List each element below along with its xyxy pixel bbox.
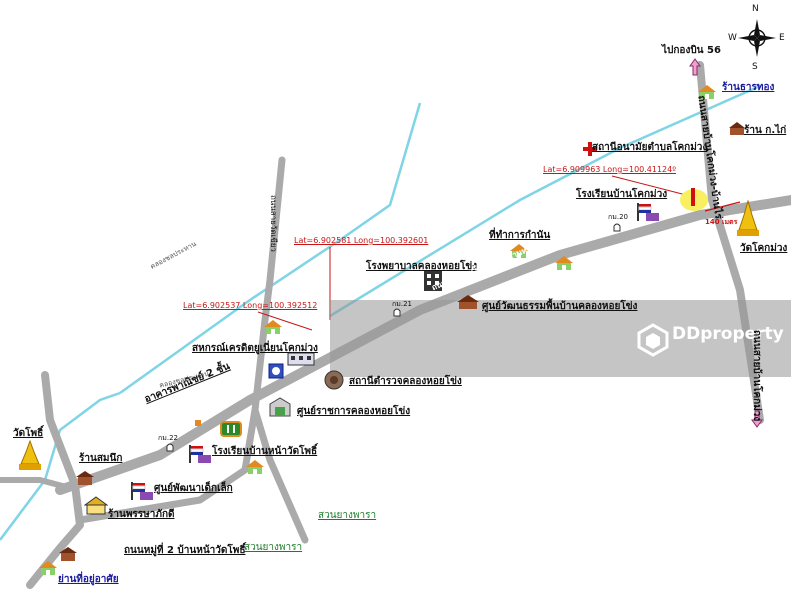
compass-e: E: [779, 33, 785, 43]
child-center-icon: [131, 482, 153, 500]
gov-center-icon: [269, 397, 291, 417]
label-phakdee-shop: ร้านพรรษาภักดี: [108, 509, 175, 520]
temple-icon: [737, 200, 759, 236]
police-station-icon: [324, 370, 344, 390]
label-hospital: โรงพยาบาลคลองหอยโข่ง: [366, 261, 478, 272]
phakdee-shop-icon: [84, 496, 108, 515]
canal-branch: [329, 84, 761, 318]
coord-line-1: [611, 175, 691, 197]
label-police: สถานีตำรวจคลองหอยโข่ง: [349, 376, 462, 387]
compass-s: S: [752, 62, 758, 72]
label-school-wat-phon: โรงเรียนบ้านหน้าวัดโพธิ์: [212, 446, 318, 457]
label-health-station: สถานีอนามัยตำบลโคกม่วง: [592, 142, 708, 153]
down-arrow-icon: [751, 410, 763, 428]
label-upper-mid-road: ถนนสายวัดเขียว: [269, 195, 278, 252]
label-distance: 140 เมตร: [705, 218, 738, 226]
temple-icon: [19, 440, 41, 470]
sign-board-icon: [220, 421, 242, 437]
school-icon: [189, 445, 211, 463]
label-district-office: ที่ทำการกำนัน: [489, 230, 551, 241]
compass-icon: [738, 19, 776, 57]
label-right-road-lower: ถนนสายบ้านโคกม่วง: [751, 330, 762, 422]
distance-arrow: [704, 201, 741, 212]
compass-n: N: [752, 4, 759, 14]
coord-line-3: [257, 311, 313, 331]
label-wat-phon: วัดโพธิ์: [13, 428, 44, 439]
label-wat-khok-muang: วัดโคกม่วง: [740, 243, 788, 254]
label-residence: ย่านที่อยู่อาศัย: [58, 574, 119, 585]
label-rubber-1: สวนยางพารา: [318, 510, 377, 521]
red-cross-icon: [583, 142, 597, 156]
lower-loop-road: [76, 406, 259, 524]
shop-icon: [59, 547, 77, 561]
up-arrow-icon: [689, 58, 701, 76]
label-road-moo2: ถนนหมู่ที่ 2 บ้านหน้าวัดโพธิ์: [124, 545, 246, 556]
cultural-house-icon: [457, 295, 479, 309]
label-coord-2: Lat=6.902581 Long=100.392601: [294, 236, 429, 245]
km-post-icon: [613, 223, 621, 232]
label-coord-3: Lat=6.902537 Long=100.392512: [183, 301, 318, 310]
house-icon: [39, 561, 57, 575]
upper-mid-road: [251, 156, 309, 544]
label-coop: สหกรณ์เครดิตยูเนี่ยนโคกม่วง: [192, 343, 318, 354]
label-coord-1: Lat=6.909963 Long=100.41124º: [543, 165, 677, 174]
label-school-khok-muang: โรงเรียนบ้านโคกม่วง: [576, 189, 668, 200]
label-km22: กม.22: [158, 434, 178, 442]
school-icon: [637, 203, 659, 221]
house-icon: [264, 320, 282, 334]
coop-building-icon: [287, 352, 315, 366]
house-icon: [510, 244, 528, 258]
marker-dot-icon: [195, 420, 201, 426]
coop-logo-icon: [268, 363, 284, 379]
label-rubber-2: สวนยางพารา: [244, 542, 303, 553]
canal-upper: [119, 102, 422, 395]
label-gold-shop: ร้านธารทอง: [722, 82, 775, 93]
hospital-building-icon: [424, 271, 442, 291]
compass-w: W: [728, 33, 737, 43]
shop-icon: [76, 471, 94, 485]
label-child-center: ศูนย์พัฒนาเด็กเล็ก: [154, 483, 233, 494]
km-post-icon: [166, 443, 174, 452]
km-post-icon: [393, 308, 401, 317]
label-culture-center: ศูนย์วัฒนธรรมพื้นบ้านคลองหอยโข่ง: [482, 301, 638, 312]
left-road: [26, 371, 84, 589]
house-icon: [555, 256, 573, 270]
wat-phon-road: [0, 477, 73, 491]
canal-lower: [0, 391, 121, 541]
house-icon: [698, 85, 716, 99]
watermark-band: [330, 300, 791, 377]
property-marker-icon: [680, 188, 708, 211]
label-shop-ko: ร้าน ก.ไก่: [744, 125, 787, 136]
label-airbase: ไปกองบิน 56: [662, 45, 721, 56]
label-km21: กม.21: [392, 300, 412, 308]
watermark-text: DDproperty: [672, 324, 784, 344]
ddproperty-logo-icon: [637, 323, 669, 357]
shop-icon: [729, 122, 745, 135]
label-km20: กม.20: [608, 213, 628, 221]
label-somnuk-shop: ร้านสมนึก: [79, 453, 123, 464]
label-gov-center: ศูนย์ราชการคลองหอยโข่ง: [297, 406, 411, 417]
house-icon: [246, 460, 264, 474]
